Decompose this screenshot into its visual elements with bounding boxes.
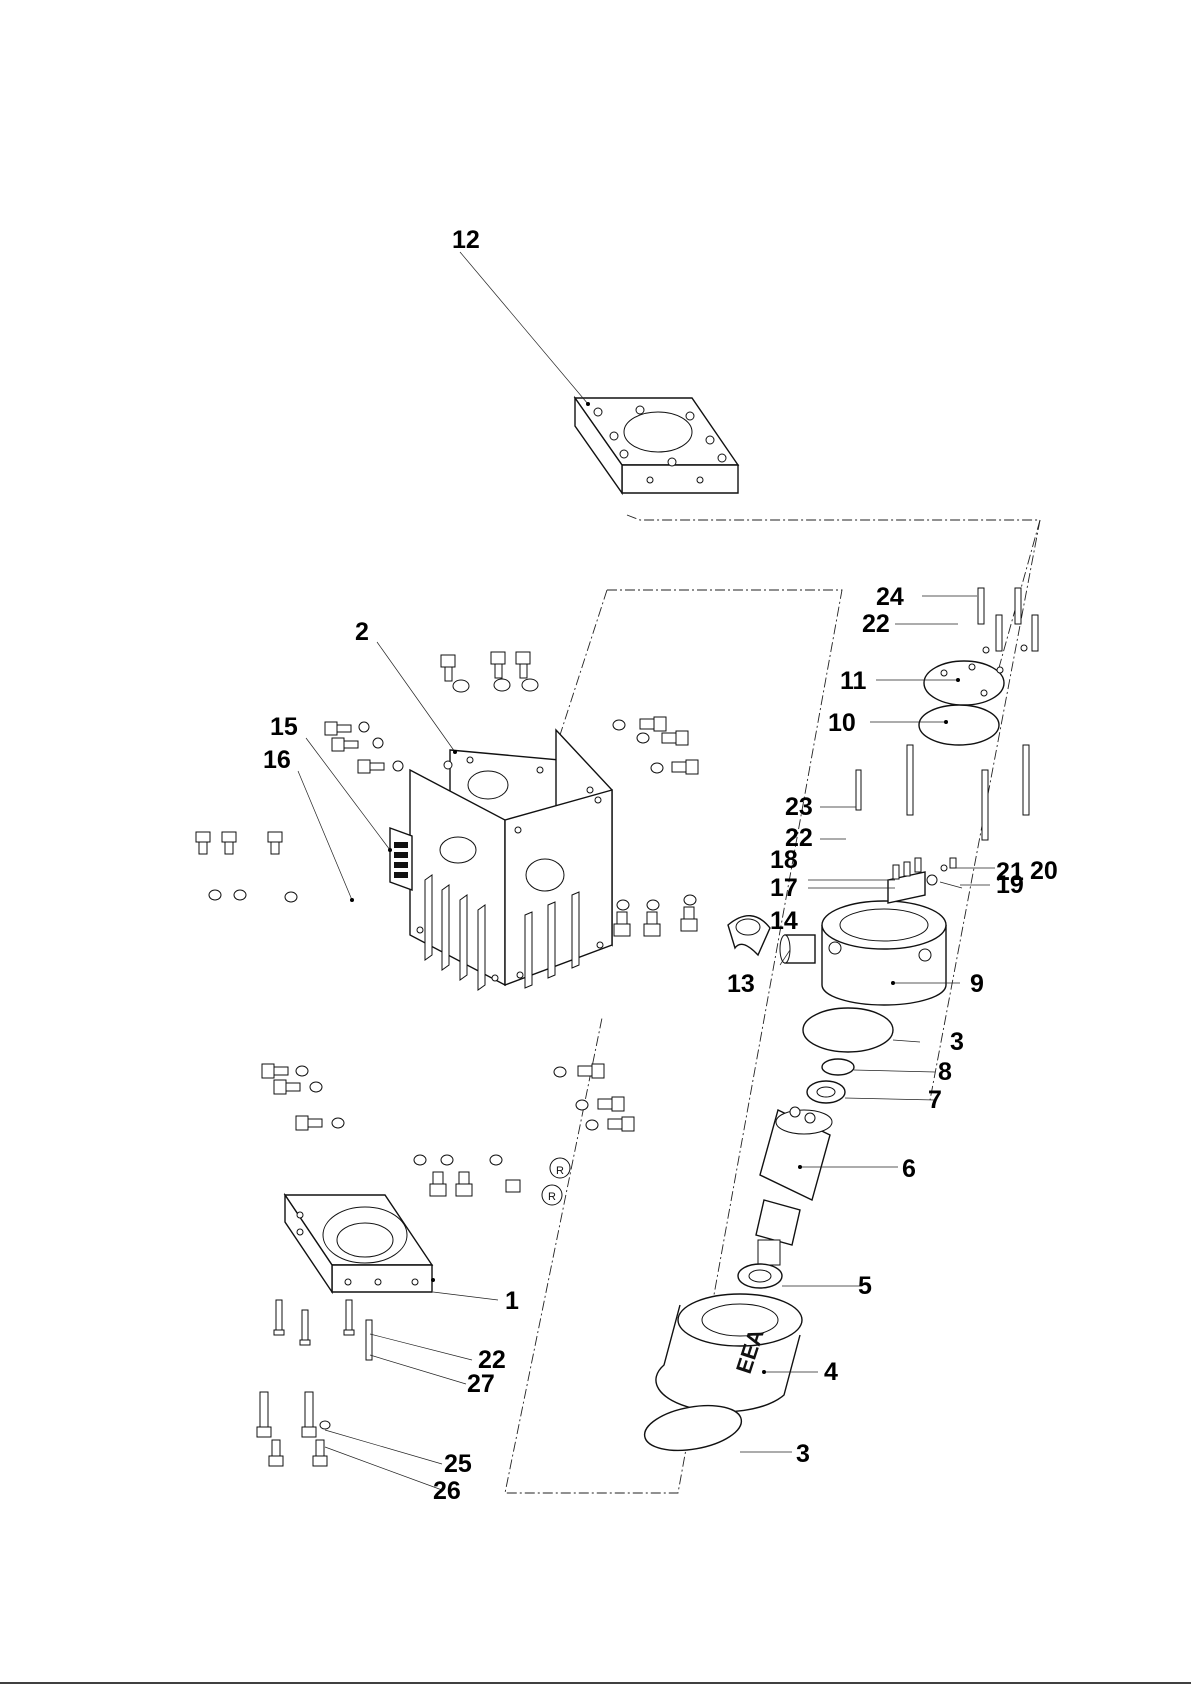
callout-7: 7 xyxy=(928,1086,942,1114)
callout-20: 20 xyxy=(1030,857,1058,885)
callout-11: 11 xyxy=(840,667,867,695)
part-13-cable-gland xyxy=(728,916,770,955)
part-4-motor-body xyxy=(656,1294,802,1412)
part-3-o-ring-upper xyxy=(803,1008,893,1052)
callout-1: 1 xyxy=(505,1287,519,1315)
part-7-bearing-upper xyxy=(807,1081,845,1103)
frame-bolts-bottom xyxy=(414,1155,570,1205)
part-15-16-terminal-board xyxy=(390,828,412,890)
callout-4: 4 xyxy=(824,1358,838,1386)
marker-r-1: R xyxy=(556,1165,564,1177)
callout-10: 10 xyxy=(828,709,856,737)
part-8-circlip xyxy=(822,1059,854,1075)
base-screws xyxy=(257,1300,372,1466)
callout-27: 27 xyxy=(467,1370,495,1398)
frame-bolts-left xyxy=(196,722,403,902)
callout-18: 18 xyxy=(770,846,798,874)
callout-13: 13 xyxy=(727,970,755,998)
callout-25: 25 xyxy=(444,1450,472,1478)
part-2-frame-housing xyxy=(410,730,612,990)
part-11-cover xyxy=(924,661,1004,705)
callout-17: 17 xyxy=(770,874,798,902)
callout-6: 6 xyxy=(902,1155,916,1183)
callout-16: 16 xyxy=(263,746,291,774)
callout-9: 9 xyxy=(970,970,984,998)
part-5-bearing-lower xyxy=(738,1264,782,1288)
part-14-fitting xyxy=(780,935,815,963)
frame-bolts-lower-left xyxy=(262,1064,344,1130)
callout-26: 26 xyxy=(433,1477,461,1505)
callout-5: 5 xyxy=(858,1272,872,1300)
callout-19: 19 xyxy=(996,871,1024,899)
callout-3-lower: 3 xyxy=(796,1440,810,1468)
callout-22-top: 22 xyxy=(862,610,890,638)
callout-14: 14 xyxy=(770,907,798,935)
part-9-upper-housing xyxy=(822,901,946,1005)
callout-2: 2 xyxy=(355,618,369,646)
callout-8: 8 xyxy=(938,1058,952,1086)
frame-bolts-top xyxy=(441,652,538,692)
callout-15: 15 xyxy=(270,713,298,741)
callout-24: 24 xyxy=(876,583,904,611)
callout-12: 12 xyxy=(452,226,480,254)
callout-23: 23 xyxy=(785,793,813,821)
marker-r-2: R xyxy=(548,1191,556,1203)
part-12-mounting-plate xyxy=(575,398,738,493)
part-6-rotor-shaft xyxy=(756,1107,832,1265)
part-10-gasket xyxy=(919,705,999,745)
part-1-base-flange xyxy=(285,1195,432,1292)
callout-3-upper: 3 xyxy=(950,1028,964,1056)
part-17-terminal-block xyxy=(888,858,956,903)
